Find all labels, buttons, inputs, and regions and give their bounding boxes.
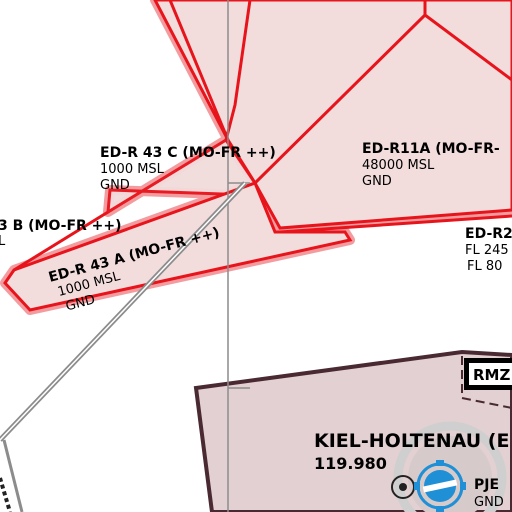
- ed-r11a-upper: 48000 MSL: [362, 158, 435, 173]
- r11a-inner-boundary: [168, 0, 230, 141]
- ed-r43b-upper: L: [0, 234, 6, 249]
- ed-r43a-lower: GND: [64, 292, 97, 314]
- ed-r11a-lower: GND: [362, 174, 392, 189]
- ed-r43c-upper: 1000 MSL: [100, 162, 165, 177]
- airport-frequency: 119.980: [314, 454, 387, 473]
- ed-r43c-name: ED-R 43 C (MO-FR ++): [100, 145, 276, 161]
- r2-boundary: [279, 214, 512, 234]
- airport-icon: [414, 460, 466, 512]
- ed-r2-upper: FL 245: [465, 243, 509, 258]
- label-ed-r43c: ED-R 43 C (MO-FR ++) 1000 MSL GND: [100, 145, 276, 193]
- pje-lower: GND: [474, 495, 504, 510]
- pje-label: PJE: [474, 477, 499, 493]
- label-ed-r2: ED-R2 FL 245 FL 80: [465, 226, 512, 274]
- ed-r11a-name: ED-R11A (MO-FR-: [362, 141, 500, 157]
- ed-r43c-lower: GND: [100, 178, 130, 193]
- airport-name: KIEL-HOLTENAU (E: [314, 430, 509, 452]
- label-ed-r43b: 3 B (MO-FR ++) L: [0, 218, 122, 249]
- r11a-boundary-2: [224, 0, 252, 141]
- r43b-boundary: [13, 210, 109, 272]
- ed-r2-lower: FL 80: [467, 259, 502, 274]
- gray-lines: [0, 0, 250, 512]
- label-ed-r11a: ED-R11A (MO-FR- 48000 MSL GND: [362, 141, 500, 189]
- area-ed-r43a: [3, 181, 353, 312]
- rmz-badge: RMZ: [464, 358, 512, 390]
- ed-r2-name: ED-R2: [465, 226, 512, 242]
- ed-r43b-name: 3 B (MO-FR ++): [0, 218, 122, 234]
- restricted-areas: [3, 0, 512, 312]
- rmz-label: RMZ: [473, 366, 510, 384]
